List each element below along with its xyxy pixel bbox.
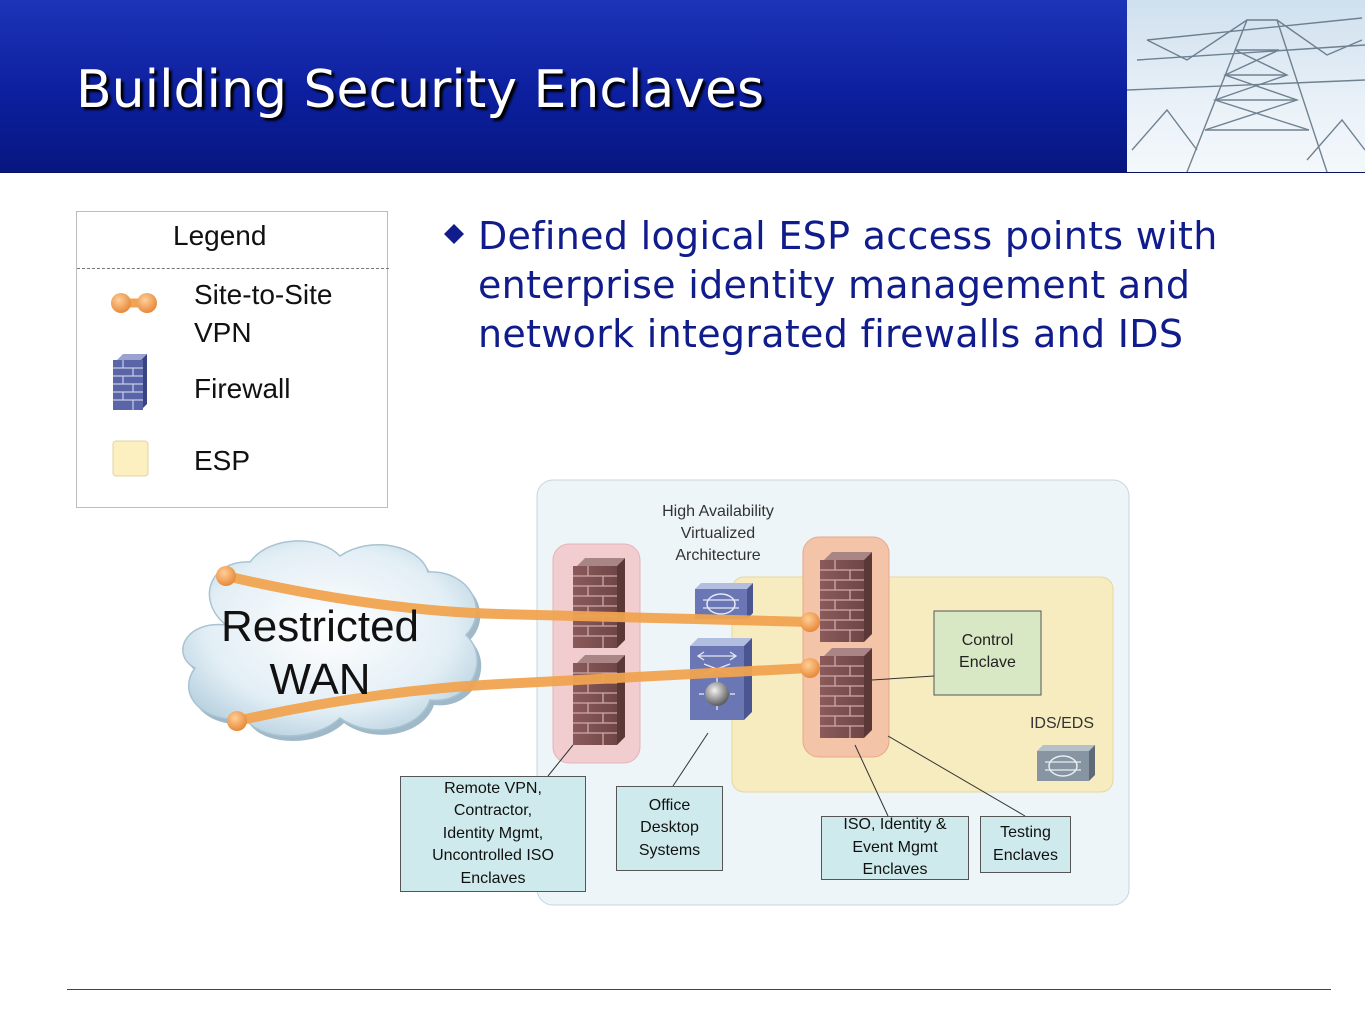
- connector-lines: [547, 675, 1026, 817]
- bullet-text: Defined logical ESP access points with e…: [478, 214, 1218, 356]
- legend-label-firewall: Firewall: [194, 373, 291, 404]
- firewall-icon: [572, 557, 626, 649]
- ids-sensor-icon: [695, 583, 753, 619]
- vpn-endpoint-icon: [800, 612, 820, 632]
- firewall-icon: [819, 551, 873, 643]
- vpn-endpoint-icon: [800, 658, 820, 678]
- control-enclave-box: [933, 610, 1042, 696]
- vpn-tunnel-icon: [111, 293, 157, 313]
- legend-label-vpn: Site-to-Site VPN: [194, 279, 333, 348]
- vpn-tunnels: [216, 566, 820, 731]
- page-title: Building Security Enclaves: [76, 60, 765, 120]
- legend-divider: [77, 268, 389, 269]
- switch-icon: [690, 638, 752, 720]
- firewall-icon: [572, 654, 626, 746]
- esp-swatch-icon: [112, 440, 149, 477]
- footer-divider: [67, 989, 1331, 990]
- office-desktop-label-box: Office Desktop Systems: [616, 786, 723, 871]
- header-band: Building Security Enclaves: [0, 0, 1365, 173]
- firewall-icon: [113, 354, 147, 410]
- transmission-tower-photo: [1126, 0, 1365, 173]
- tower-lattice-icon: [1126, 17, 1365, 173]
- ha-architecture-label: High Availability Virtualized Architectu…: [662, 503, 774, 564]
- legend-label-esp: ESP: [194, 445, 251, 476]
- vpn-endpoint-icon: [216, 566, 236, 586]
- firewall-icon: [819, 647, 873, 739]
- ids-eds-label: IDS/EDS: [1029, 715, 1094, 732]
- legend-panel: Legend Site-to-Site VPN Firewall: [76, 211, 389, 508]
- ids-eds-sensor-icon: [1036, 744, 1096, 782]
- iso-identity-label-box: ISO, Identity & Event Mgmt Enclaves: [821, 816, 969, 880]
- testing-enclaves-label-box: Testing Enclaves: [980, 816, 1071, 873]
- wan-label: Restricted WAN: [220, 602, 420, 704]
- remote-vpn-label-box: Remote VPN, Contractor, Identity Mgmt, U…: [400, 776, 586, 892]
- legend-title: Legend: [173, 220, 267, 251]
- vpn-endpoint-icon: [227, 711, 247, 731]
- control-enclave-label: Control Enclave: [959, 632, 1016, 671]
- diamond-bullet-icon: [444, 224, 464, 244]
